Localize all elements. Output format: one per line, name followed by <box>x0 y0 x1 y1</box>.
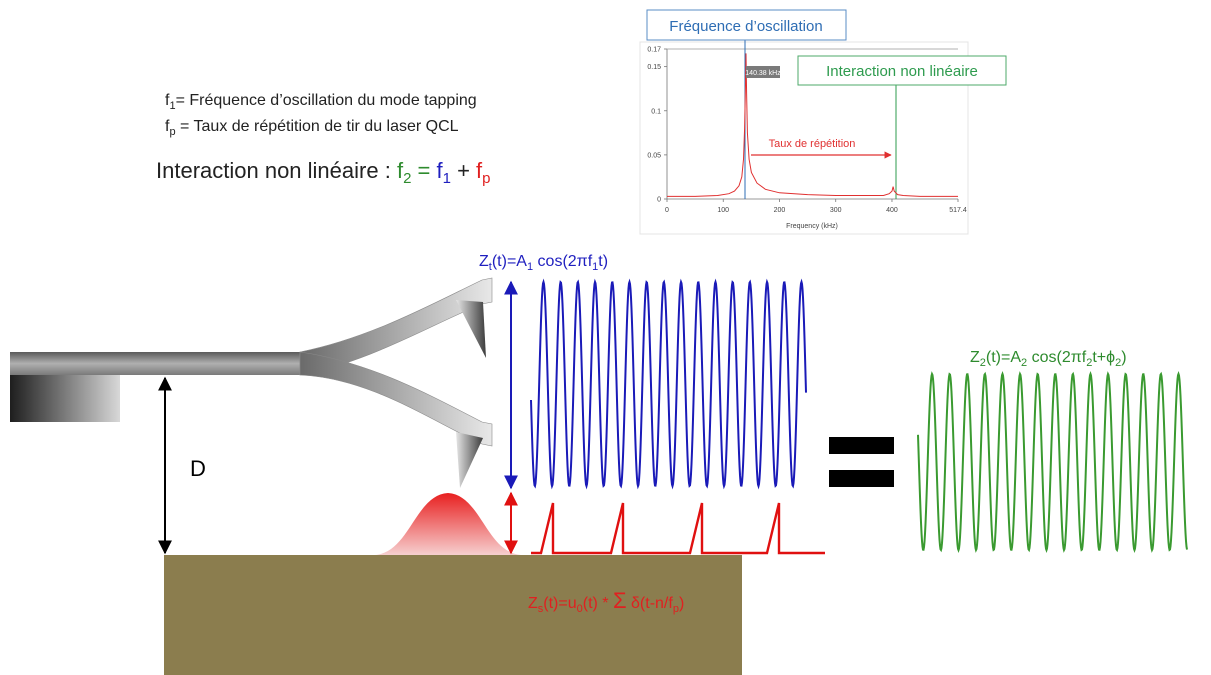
equals-bar-top <box>829 437 894 454</box>
cantilever-holder <box>10 375 120 422</box>
nonlinear-wave <box>917 371 1188 553</box>
callout-nonlinear-box <box>797 55 1007 86</box>
y-tick-label: 0.05 <box>647 152 661 159</box>
y-tick-label: 0.15 <box>647 64 661 71</box>
x-tick-label: 100 <box>717 207 729 214</box>
equation: Interaction non linéaire : f2 = f1 + fp <box>156 158 491 187</box>
callout-oscillation: Fréquence d’oscillation <box>669 18 822 35</box>
equals-bar-bottom <box>829 470 894 487</box>
cantilever-arm-up <box>299 277 493 376</box>
sample-bump <box>375 493 521 555</box>
x-tick-label: 517.4 <box>949 207 967 214</box>
zt-formula: Zt(t)=A1 cos(2πf1t) <box>479 253 608 273</box>
x-tick-label: 300 <box>830 207 842 214</box>
y-tick-label: 0.1 <box>651 108 661 115</box>
y-tick-label: 0 <box>657 197 661 204</box>
zs-formula: Zs(t)=u0(t) * Σ δ(t-n/fp) <box>528 588 684 615</box>
laser-pulse-train <box>531 502 825 555</box>
legend-fp: fp = Taux de répétition de tir du laser … <box>165 118 459 138</box>
tip-up <box>456 300 486 358</box>
peak-label-box <box>746 66 780 78</box>
repetition-label: Taux de répétition <box>769 138 856 150</box>
y-tick-label: 0.17 <box>647 47 661 54</box>
axis-ticks: 0 100 200 300 400 517.4 0 0.05 0.1 0.15 0.17 <box>647 47 966 215</box>
x-tick-label: 0 <box>665 207 669 214</box>
inset-chart: 0 100 200 300 400 517.4 0 0.05 0.1 0.15 0.17 Frequ… <box>639 9 1007 235</box>
cantilever-arm-down <box>299 351 493 447</box>
distance-label: D <box>190 456 206 481</box>
callout-oscillation-box <box>646 9 847 41</box>
x-axis-label: Frequency (kHz) <box>786 223 838 230</box>
z2-formula: Z2(t)=A2 cos(2πf2t+ϕ2) <box>970 349 1127 369</box>
callout-nonlinear: Interaction non linéaire <box>826 63 978 80</box>
legend: f1= Fréquence d’oscillation du mode tapp… <box>165 92 477 138</box>
sample-substrate <box>164 555 742 675</box>
tip-oscillation-wave <box>530 278 807 490</box>
spectrum-line <box>667 53 958 197</box>
cantilever-base <box>10 352 310 375</box>
legend-f1: f1= Fréquence d’oscillation du mode tapp… <box>165 92 477 112</box>
tip-down <box>456 432 483 488</box>
x-tick-label: 400 <box>886 207 898 214</box>
x-tick-label: 200 <box>774 207 786 214</box>
peak-label: 140.38 kHz <box>745 70 781 77</box>
